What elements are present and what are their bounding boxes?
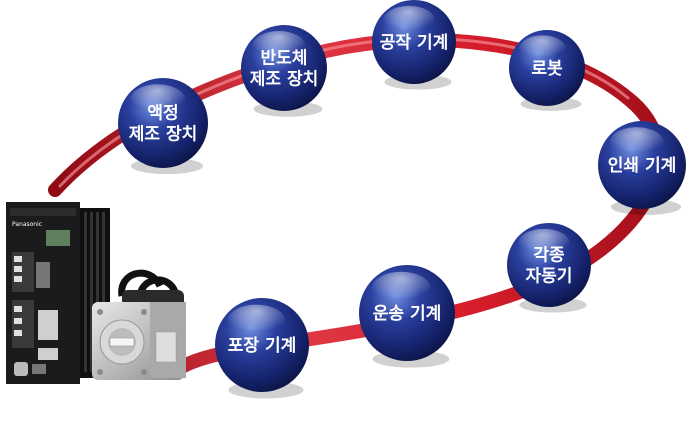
node-robot: 로봇 <box>509 30 585 111</box>
node-label: 자동기 <box>526 267 573 287</box>
node-label: 제조 장치 <box>250 70 318 90</box>
node-glare <box>227 304 286 339</box>
node-glare <box>371 271 431 307</box>
node-printing: 인쇄 기계 <box>598 121 686 215</box>
servo-drive-image: Panasonic <box>6 202 110 384</box>
node-glare <box>609 127 664 159</box>
node-label: 인쇄 기계 <box>608 156 676 176</box>
node-glare <box>517 228 571 260</box>
node-glare <box>382 5 435 37</box>
node-label: 포장 기계 <box>228 336 296 356</box>
node-glare <box>518 35 566 63</box>
node-label: 액정 <box>147 104 178 124</box>
node-glare <box>252 31 306 62</box>
node-label: 제조 장치 <box>129 125 197 145</box>
node-label: 반도체 <box>261 49 308 69</box>
node-label: 로봇 <box>531 59 563 79</box>
node-label: 공작 기계 <box>380 33 448 53</box>
node-machine-tool: 공작 기계 <box>372 0 456 90</box>
node-label: 각종 <box>533 246 565 266</box>
heat-sink-fins <box>84 212 105 372</box>
brand-label: Panasonic <box>12 221 42 228</box>
node-label: 운송 기계 <box>373 304 441 324</box>
node-glare <box>129 84 186 117</box>
node-packaging: 포장 기계 <box>215 298 309 399</box>
servo-motor-image <box>92 269 186 380</box>
node-transport: 운송 기계 <box>359 265 455 368</box>
